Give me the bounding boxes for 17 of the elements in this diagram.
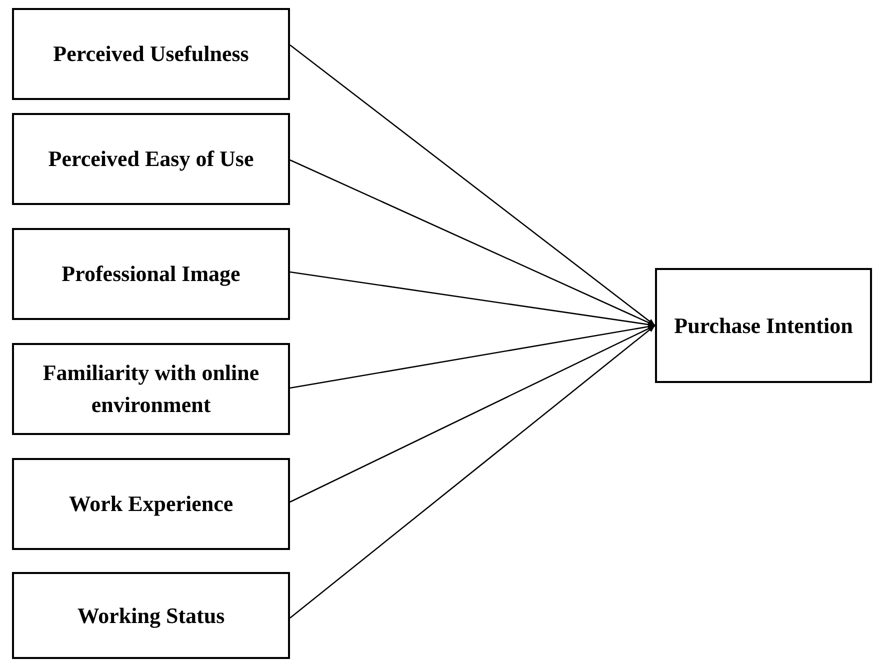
box-label: Working Status <box>77 602 225 630</box>
box-label: Work Experience <box>68 490 234 518</box>
factor-box <box>655 268 872 383</box>
arrow <box>290 159 656 326</box>
arrow <box>290 44 656 326</box>
arrow <box>290 325 656 618</box>
factor-box <box>12 572 290 659</box>
factor-box <box>12 113 290 205</box>
factor-box <box>12 228 290 320</box>
factor-box <box>12 8 290 100</box>
box-label: Professional Image <box>62 260 240 288</box>
box-label: Perceived Easy of Use <box>48 145 254 173</box>
box-label: Perceived Usefulness <box>53 40 249 68</box>
factor-box <box>12 458 290 550</box>
factor-box <box>12 343 290 435</box>
box-label: Familiarity with online environment <box>42 359 260 419</box>
box-label: Purchase Intention <box>674 312 853 340</box>
